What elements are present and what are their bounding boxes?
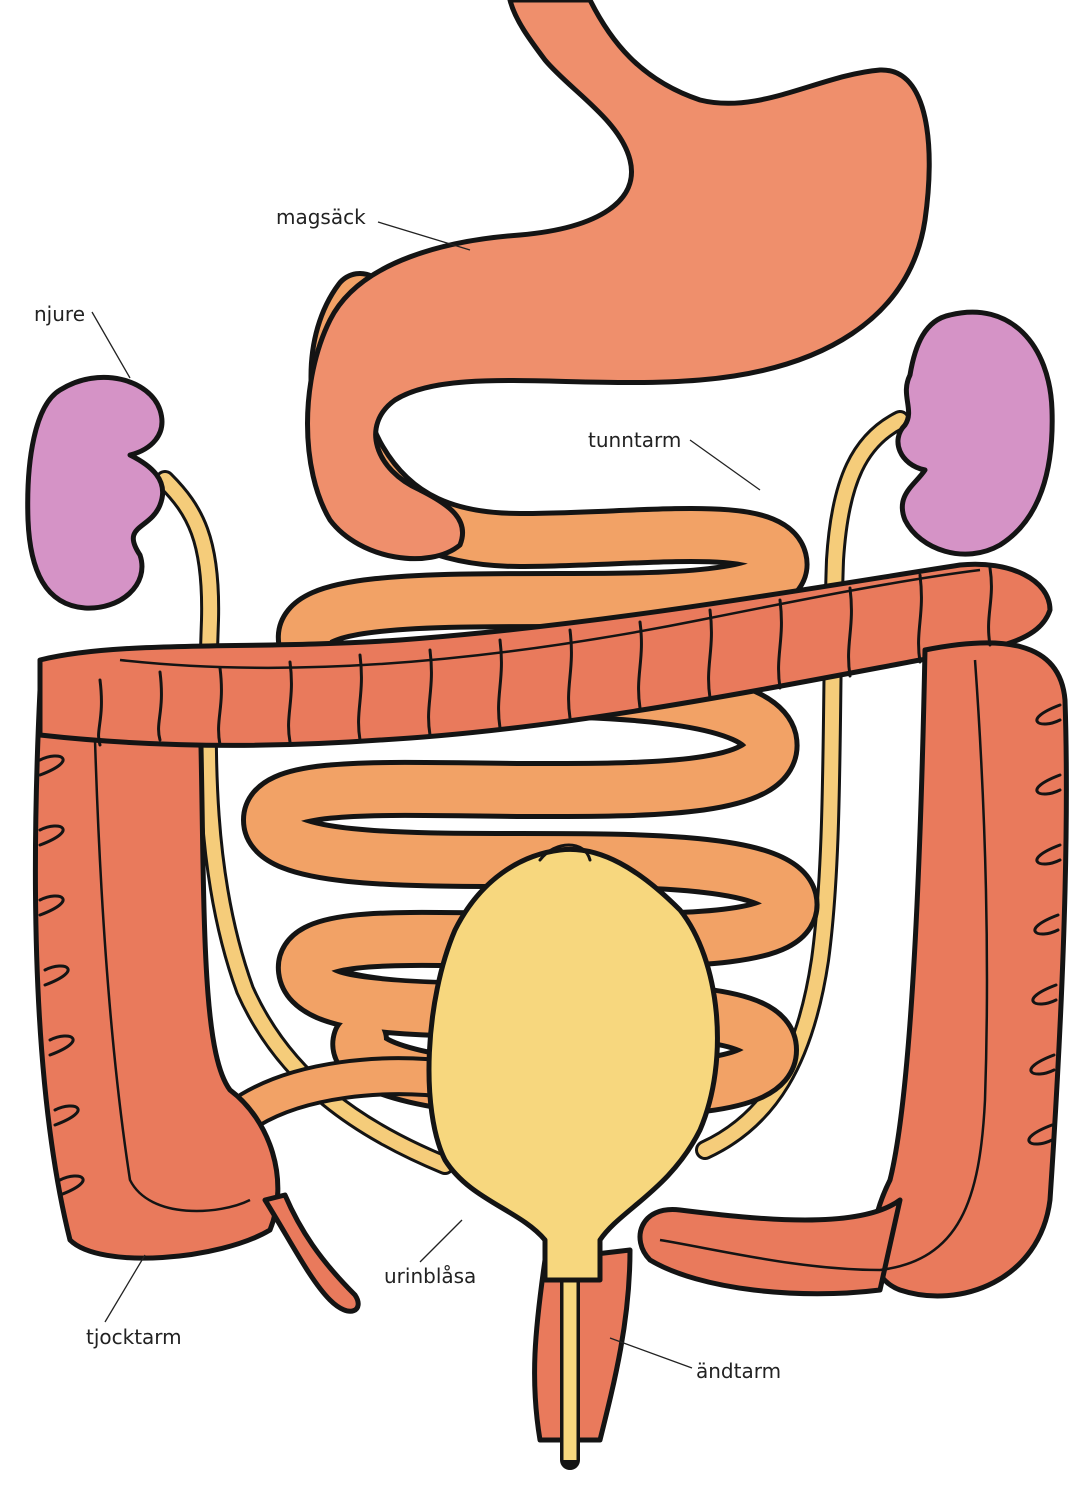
left-kidney — [28, 377, 163, 608]
kidney-leader — [92, 312, 130, 378]
large-intestine-label: tjocktarm — [86, 1325, 182, 1349]
kidney-label: njure — [34, 302, 85, 326]
stomach-label: magsäck — [276, 205, 366, 229]
stomach-leader — [378, 222, 470, 250]
small-intestine-leader — [690, 440, 760, 490]
large-intestine-leader — [105, 1255, 145, 1322]
bladder-leader — [420, 1220, 462, 1262]
small-intestine-label: tunntarm — [588, 428, 681, 452]
rectum-label: ändtarm — [696, 1359, 781, 1383]
right-kidney — [898, 312, 1052, 554]
bladder-label: urinblåsa — [384, 1264, 476, 1288]
